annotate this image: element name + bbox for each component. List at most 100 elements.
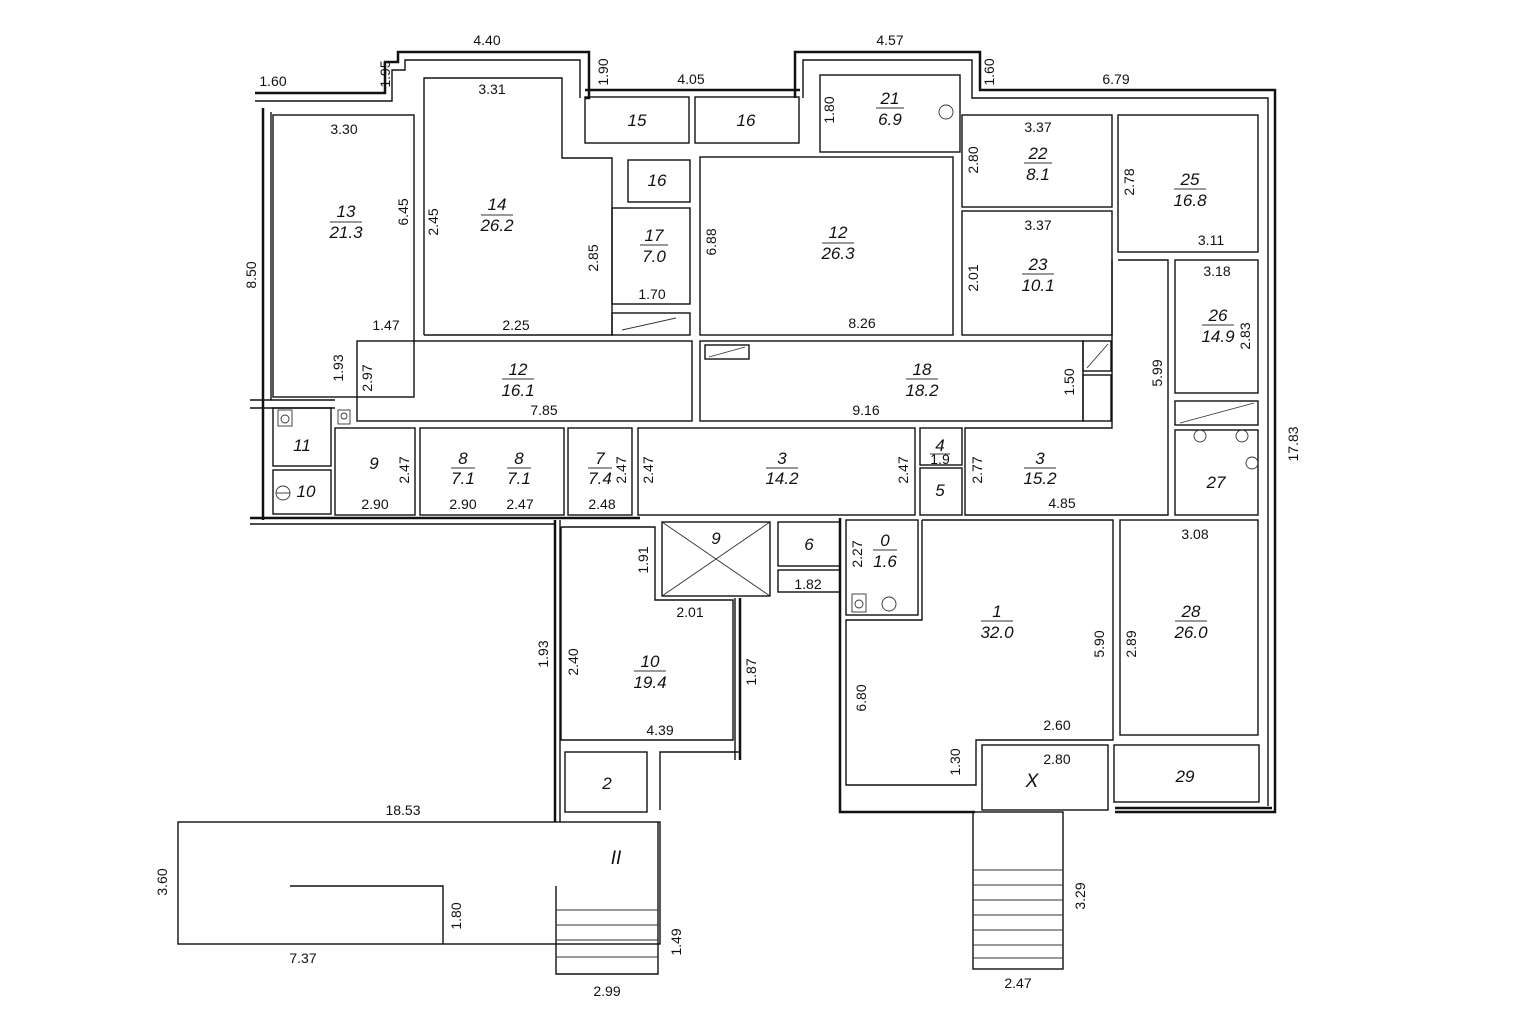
room-12a-outline [699, 156, 954, 336]
room-9a-outline [334, 427, 416, 516]
dimension-labels: 4.40 4.57 1.60 1.95 1.90 4.05 1.80 1.60 … [154, 32, 1301, 999]
dimension-label: 3.08 [1181, 526, 1208, 542]
stair-hall-outline [704, 344, 750, 360]
svg-text:14.9: 14.9 [1201, 327, 1235, 346]
dimension-label: 3.29 [1072, 882, 1088, 909]
niche-b-outline [1082, 374, 1112, 422]
niche-a-outline [1082, 340, 1112, 372]
dimension-label: 1.91 [635, 546, 651, 573]
toilet-icon [277, 409, 293, 427]
room-23-label: 23 10.1 [1021, 255, 1054, 295]
dimension-label: 2.27 [849, 540, 865, 567]
svg-text:18: 18 [913, 360, 932, 379]
dimension-label: 2.01 [676, 604, 703, 620]
room-outlines [272, 74, 1260, 813]
room-4-label: 4 1.9 [930, 436, 950, 467]
room-21-outline [819, 74, 961, 153]
dimension-label: 2.47 [613, 456, 629, 483]
fixtures [275, 104, 1259, 613]
dimension-label: 6.80 [853, 684, 869, 711]
sink-icon [881, 596, 897, 612]
room-18-label: 18 18.2 [905, 360, 939, 400]
room-28-label: 28 26.0 [1173, 602, 1208, 642]
svg-text:26.0: 26.0 [1173, 623, 1208, 642]
terrace-outline [177, 821, 661, 945]
dimension-label: 2.99 [593, 983, 620, 999]
dimension-label: 2.40 [565, 648, 581, 675]
room-5-outline [919, 467, 963, 516]
room-4-outline [919, 427, 963, 466]
stairs-and-extensions [177, 811, 1064, 975]
room-13-label: 13 21.3 [328, 202, 363, 242]
svg-text:7.4: 7.4 [588, 469, 612, 488]
room-11-outline [272, 407, 332, 467]
svg-text:16.1: 16.1 [501, 381, 534, 400]
svg-text:7.1: 7.1 [451, 469, 475, 488]
room-7-label: 7 7.4 [588, 449, 612, 488]
dimension-label: 3.60 [154, 868, 170, 895]
dimension-label: 2.85 [585, 244, 601, 271]
svg-text:1: 1 [992, 602, 1001, 621]
svg-text:7.0: 7.0 [642, 247, 666, 266]
svg-text:8: 8 [514, 449, 524, 468]
room-6-number: 6 [804, 535, 814, 554]
room-18-outline [699, 340, 1084, 422]
dimension-label: 1.90 [595, 58, 611, 85]
dimension-label: 8.50 [243, 261, 259, 288]
dimension-label: 1.93 [535, 640, 551, 667]
room-22-outline [961, 114, 1113, 208]
room-25-outline [1117, 114, 1259, 253]
room-5-number: 5 [935, 481, 945, 500]
dimension-label: 1.80 [448, 902, 464, 929]
dimension-label: 2.25 [502, 317, 529, 333]
room-16a-number: 16 [737, 111, 756, 130]
section-label-ii: II [611, 848, 622, 869]
room-9b-lift-outline [661, 521, 771, 597]
room-9b-number: 9 [711, 529, 721, 548]
svg-text:16.8: 16.8 [1173, 191, 1207, 210]
dimension-label: 1.80 [821, 96, 837, 123]
svg-text:7.1: 7.1 [507, 469, 531, 488]
room-1-label: 1 32.0 [980, 602, 1014, 642]
room-3a-label: 3 14.2 [765, 449, 799, 488]
room-15-number: 15 [628, 111, 647, 130]
stair-right-outline [1174, 400, 1259, 426]
dimension-label: 7.85 [530, 402, 557, 418]
room-9a-number: 9 [369, 454, 379, 473]
room-25-label: 25 16.8 [1173, 170, 1207, 210]
room-12a-label: 12 26.3 [820, 223, 855, 263]
dimension-label: 3.11 [1198, 232, 1224, 248]
dimension-label: 4.85 [1048, 495, 1075, 511]
dimension-label: 2.01 [965, 264, 981, 291]
svg-text:1.9: 1.9 [930, 451, 950, 467]
dimension-label: 2.90 [361, 496, 388, 512]
room-8a-label: 8 7.1 [451, 449, 475, 488]
dimension-label: 2.47 [396, 456, 412, 483]
dimension-label: 2.60 [1043, 717, 1070, 733]
toilet-icon [1193, 429, 1207, 443]
dimension-label: 4.05 [677, 71, 704, 87]
svg-text:26.3: 26.3 [820, 244, 855, 263]
dimension-label: 1.47 [372, 317, 399, 333]
dimension-label: 2.47 [506, 496, 533, 512]
room-0-label: 0 1.6 [873, 531, 897, 571]
room-16a-outline [694, 96, 800, 144]
room-21-label: 21 6.9 [876, 89, 904, 129]
svg-text:18.2: 18.2 [905, 381, 939, 400]
dimension-label: 2.47 [1004, 975, 1031, 991]
svg-text:26.2: 26.2 [479, 216, 514, 235]
svg-text:32.0: 32.0 [980, 623, 1014, 642]
dimension-label: 1.50 [1061, 368, 1077, 395]
svg-text:1.6: 1.6 [873, 552, 897, 571]
room-2b-outline [659, 751, 740, 810]
room-0-outline [845, 519, 919, 616]
dimension-label: 8.26 [848, 315, 875, 331]
room-2-outline [564, 751, 648, 813]
stair-small-outline [611, 312, 691, 336]
dimension-label: 1.95 [377, 60, 393, 87]
room-8-outline [419, 427, 565, 516]
room-16b-outline [627, 159, 691, 203]
room-labels: 13 21.3 14 26.2 15 16 16 17 7.0 21 6.9 1… [293, 89, 1235, 869]
svg-text:14.2: 14.2 [765, 469, 799, 488]
